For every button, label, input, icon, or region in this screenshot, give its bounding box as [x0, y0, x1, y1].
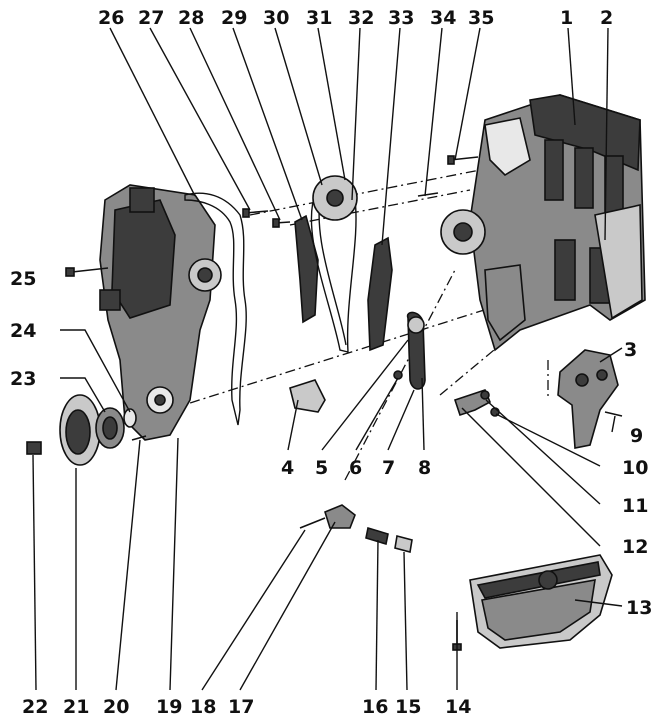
chain-guide-4	[289, 379, 326, 413]
bolt-20	[131, 435, 147, 441]
callout-21: 21	[63, 696, 89, 718]
callout-18: 18	[190, 696, 216, 718]
bolt-35	[447, 155, 479, 165]
bracket-10-12	[453, 389, 500, 417]
callout-13: 13	[626, 597, 652, 619]
bolt-6	[393, 370, 403, 380]
callout-8: 8	[418, 457, 431, 479]
callout-26: 26	[98, 7, 124, 29]
callout-22: 22	[22, 696, 48, 718]
bolt-28	[272, 218, 291, 228]
timing-cover	[99, 184, 222, 441]
bolt-9	[604, 411, 623, 417]
callout-5: 5	[315, 457, 328, 479]
callout-25: 25	[10, 268, 36, 290]
camshaft-sprocket	[312, 175, 358, 221]
callout-35: 35	[468, 7, 494, 29]
leader-lines	[32, 27, 623, 691]
callout-28: 28	[178, 7, 204, 29]
callout-2: 2	[600, 7, 613, 29]
callout-3: 3	[624, 339, 637, 361]
callout-labels: 1 2 3 4 5 6 7 8 9 10 11 12 13 14 15 16 1…	[10, 7, 652, 718]
callout-20: 20	[103, 696, 129, 718]
chain-tensioner	[299, 504, 356, 529]
chain-tensioner-rail-33	[367, 236, 393, 352]
callout-11: 11	[622, 495, 648, 517]
crankshaft-pulley	[59, 394, 125, 466]
tensioner-spring-16	[365, 526, 389, 546]
callout-9: 9	[630, 425, 643, 447]
callout-12: 12	[622, 536, 648, 558]
pulley-bolt-22	[26, 441, 42, 455]
bolt-25	[65, 267, 109, 277]
callout-15: 15	[395, 696, 421, 718]
callout-34: 34	[430, 7, 456, 29]
engine-mount-bracket	[557, 349, 619, 449]
callout-24: 24	[10, 320, 36, 342]
callout-29: 29	[221, 7, 247, 29]
chain-guide-29	[294, 214, 319, 324]
tensioner-piston-15	[394, 535, 413, 553]
callout-23: 23	[10, 368, 36, 390]
callout-17: 17	[228, 696, 254, 718]
callout-10: 10	[622, 457, 648, 479]
seal-ring-24	[123, 408, 137, 428]
callout-1: 1	[560, 7, 573, 29]
callout-6: 6	[349, 457, 362, 479]
callout-33: 33	[388, 7, 414, 29]
engine-block	[440, 94, 646, 352]
callout-32: 32	[348, 7, 374, 29]
timing-cover-gasket	[184, 192, 247, 426]
oil-pump-chain	[406, 311, 426, 390]
callout-4: 4	[281, 457, 294, 479]
callout-31: 31	[306, 7, 332, 29]
callout-16: 16	[362, 696, 388, 718]
callout-19: 19	[156, 696, 182, 718]
callout-14: 14	[445, 696, 471, 718]
callout-7: 7	[382, 457, 395, 479]
callout-30: 30	[263, 7, 289, 29]
callout-27: 27	[138, 7, 164, 29]
bolt-27	[242, 208, 269, 218]
oil-pan	[469, 554, 613, 649]
bolt-34	[417, 192, 439, 197]
